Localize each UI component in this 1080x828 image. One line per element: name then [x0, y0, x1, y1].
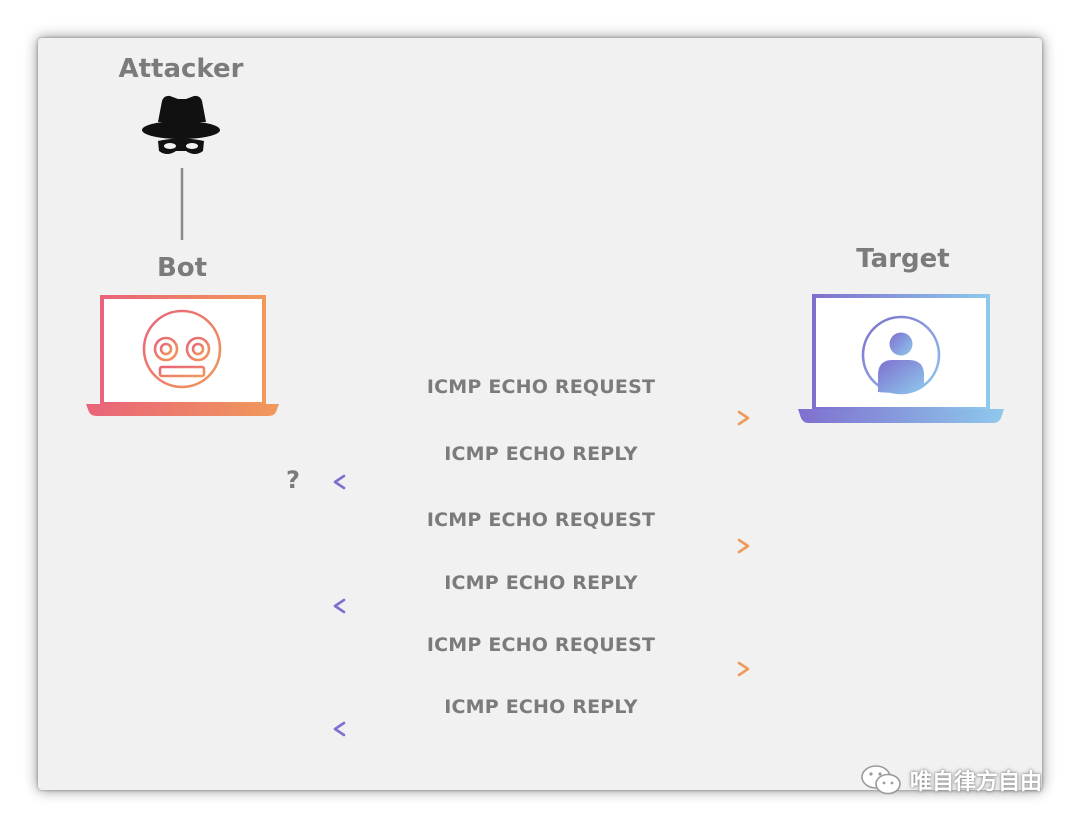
robot-icon: [142, 309, 222, 389]
target-laptop-icon: [798, 294, 1004, 423]
request-label: ICMP ECHO REQUEST: [426, 509, 656, 531]
attacker-icon: [142, 95, 220, 154]
arrowhead: [333, 474, 346, 490]
arrowhead: [333, 721, 346, 737]
request-label: ICMP ECHO REQUEST: [426, 634, 656, 656]
request-label: ICMP ECHO REQUEST: [426, 376, 656, 398]
bot-label: Bot: [156, 253, 208, 283]
request-arrow: [333, 538, 750, 554]
reply-label: ICMP ECHO REPLY: [444, 696, 638, 718]
arrowhead: [737, 410, 750, 426]
reply-label: ICMP ECHO REPLY: [444, 443, 638, 465]
arrowhead: [737, 538, 750, 554]
request-arrow: [333, 661, 750, 677]
target-label: Target: [856, 244, 950, 274]
reply-arrow: [333, 598, 750, 614]
reply-arrow: [333, 474, 750, 490]
reply-arrow: [333, 721, 750, 737]
watermark: 唯自律方自由: [860, 763, 1042, 797]
chat-bubbles-icon: [861, 765, 901, 795]
request-arrow: [333, 410, 750, 426]
arrowhead: [737, 661, 750, 677]
attacker-label: Attacker: [118, 54, 244, 84]
unknown-source-label: ?: [286, 466, 300, 494]
watermark-text: 唯自律方自由: [909, 770, 1042, 795]
bot-laptop-icon: [86, 295, 279, 416]
reply-label: ICMP ECHO REPLY: [444, 572, 638, 594]
arrowhead: [333, 598, 346, 614]
message-arrows: [333, 410, 750, 737]
user-icon: [861, 315, 941, 395]
